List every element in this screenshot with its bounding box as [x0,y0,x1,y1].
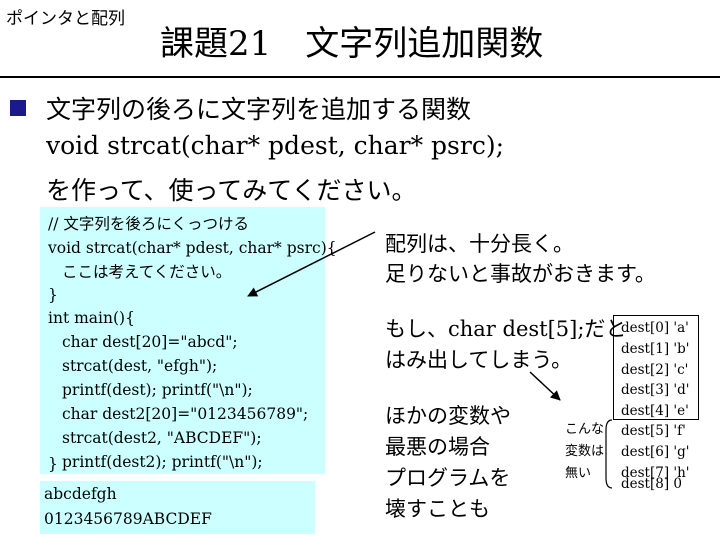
code-line: char dest2[20]="0123456789"; [62,405,309,423]
bracket-icon [605,419,613,489]
note-other-vars: プログラムを [385,466,511,490]
task-line-2: void strcat(char* pdest, char* psrc); [46,131,504,160]
task-line-3: を作って、使ってみてください。 [46,176,417,205]
memory-cell: dest[4] 'e' [621,403,689,419]
task-line-1: 文字列の後ろに文字列を追加する関数 [46,95,472,124]
slide-title: 課題21 文字列追加関数 [160,24,544,64]
arrow-to-overflow-icon [529,371,561,401]
note-other-vars: 最悪の場合 [385,435,490,459]
code-line: printf(dest2); printf("\n"); [62,453,263,471]
arrow-to-main-icon [247,231,376,297]
memory-cell: dest[3] 'd' [621,382,690,398]
code-line: char dest[20]="abcd"; [62,333,238,351]
title-divider [0,76,720,78]
code-line: int main(){ [48,309,135,327]
memory-cell: dest[6] 'g' [621,444,690,460]
memory-cell: dest[5] 'f' [621,423,686,439]
output-panel [40,481,315,534]
memory-cell: dest[1] 'b' [621,341,690,357]
code-panel [40,207,325,474]
note-overflow: はみ出してしまう。 [385,348,573,372]
note-other-vars: 壊すことも [385,497,490,521]
code-line: void strcat(char* pdest, char* psrc){ [48,239,337,257]
allocated-memory-box [613,315,699,420]
output-line: abcdefgh [44,485,117,503]
code-line: ここは考えてください。 [62,263,232,281]
memory-cell: dest[2] 'c' [621,362,689,378]
note-array-size: 配列は、十分長く。 [385,232,574,256]
memory-cell: dest[0] 'a' [621,320,689,336]
code-line: } [48,286,58,304]
output-line: 0123456789ABCDEF [44,510,212,528]
code-line: printf(dest); printf("\n"); [62,381,253,399]
side-note: 変数は [565,444,605,459]
code-line: strcat(dest2, "ABCDEF"); [62,429,262,447]
note-overflow: もし、char dest[5];だと [385,317,627,341]
note-array-size: 足りないと事故がおきます。 [385,262,656,286]
code-line: // 文字列を後ろにくっつける [48,215,250,233]
corner-label: ポインタと配列 [6,9,125,29]
memory-cell: dest[8] 0 [621,476,682,492]
memory-cell: dest[7] 'h' [621,465,690,481]
code-line: } [48,455,58,473]
side-note: こんな [565,422,605,437]
bullet-square-icon [10,100,26,116]
code-line: strcat(dest, "efgh"); [62,357,218,375]
note-other-vars: ほかの変数や [385,404,511,428]
side-note: 無い [565,466,592,481]
